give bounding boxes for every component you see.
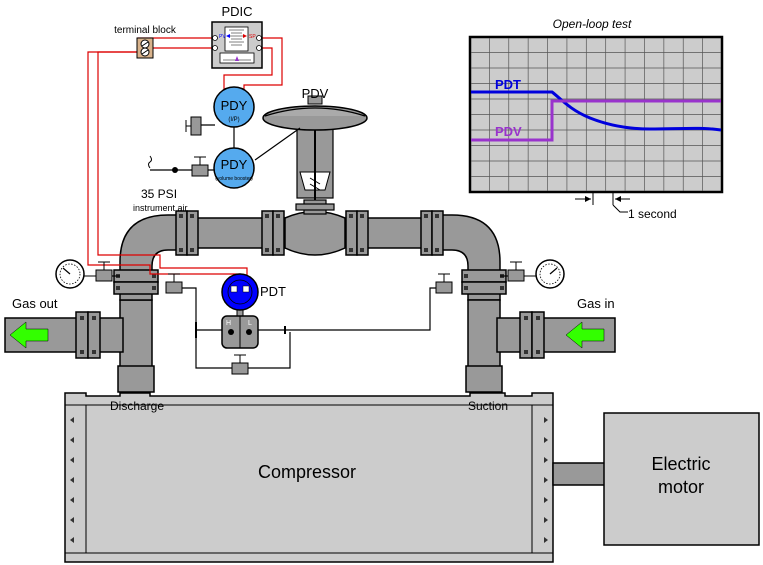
gas-in-arrow-icon [565,321,605,349]
pdt-label: PDT [260,284,286,299]
suction-pressure-gauge-icon [524,259,565,289]
electric-motor: Electric motor [603,412,760,546]
time-scale-label: 1 second [628,207,677,221]
pdt-low-port-label: L [248,320,252,327]
compressor-bolts [70,417,548,543]
flange-bolts [80,214,540,354]
pdic-controller: PDIC PV SP [211,4,263,69]
trend-pdt-label: PDT [495,77,521,92]
motor-shaft [552,462,606,486]
compressor-label: Compressor [258,462,356,482]
pdic-sp-label: SP [249,34,256,40]
trend-grid [471,38,721,191]
pdy-volume-booster: PDY (volume booster) [213,147,255,189]
pdic-label: PDIC [221,4,252,19]
air-pressure-label: 35 PSI [141,187,177,201]
pdv-control-valve: PDV [262,86,368,215]
gas-out-arrow-icon [9,321,49,349]
pdt-high-port-label: H [226,320,231,327]
discharge-label: Discharge [110,399,164,413]
pdy-booster-sublabel: (volume booster) [215,176,253,182]
pdy-ip-sublabel: (I/P) [228,117,239,123]
pdic-pv-label: PV [219,34,226,40]
time-scale-marker: 1 second [575,193,677,221]
hand-valves [95,116,525,375]
pdy-ip-transducer: PDY (I/P) [213,86,255,128]
motor-label-line1: Electric [651,454,710,474]
discharge-pressure-gauge-icon [55,259,96,289]
suction-label: Suction [468,399,508,413]
pdt-transmitter: H L PDT [221,273,286,349]
trend-panel: Open-loop test PDT PDV 1 second [468,17,724,221]
gas-out-label: Gas out [12,296,58,311]
pdy-booster-label: PDY [221,157,248,172]
pdy-ip-label: PDY [221,98,248,113]
instrument-air-label: instrument air [133,203,188,213]
air-supply-tee [172,167,178,173]
trend-pdv-line [471,99,721,142]
pdv-label: PDV [302,86,329,101]
terminal-block: terminal block [114,25,177,59]
gas-in-label: Gas in [577,296,615,311]
air-supply-break-icon [148,155,152,169]
motor-label-line2: motor [658,477,704,497]
terminal-block-label: terminal block [114,25,177,36]
trend-pdv-label: PDV [495,124,522,139]
compressor: Compressor Discharge Suction [64,392,554,563]
trend-title: Open-loop test [553,17,632,31]
control-valve-body [284,210,346,256]
